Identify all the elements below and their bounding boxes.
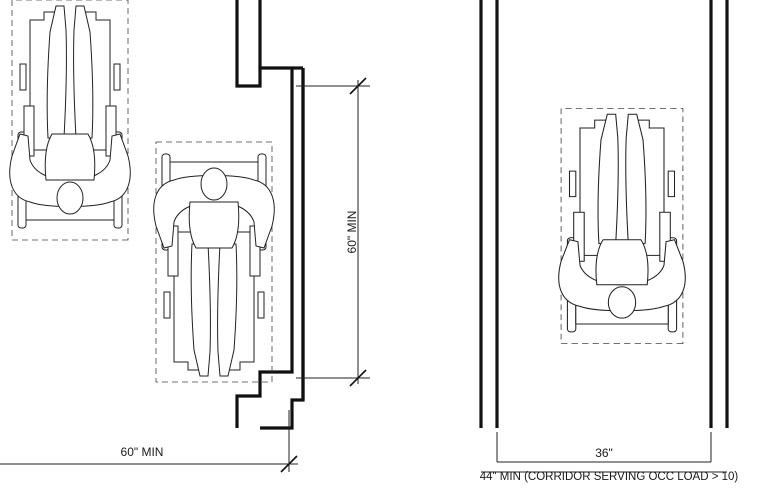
wheelchair-user-topview-icon bbox=[153, 141, 275, 383]
wheelchair-user-topview-icon bbox=[558, 107, 686, 345]
corridor-width-label: 44" MIN (CORRIDOR SERVING OCC LOAD > 10) bbox=[480, 471, 739, 483]
alcove-width-label: 60" MIN bbox=[121, 445, 164, 459]
corridor-plan: 36" 44" MIN (CORRIDOR SERVING OCC LOAD >… bbox=[479, 0, 739, 483]
alcove-width-dimension: 60" MIN bbox=[0, 410, 298, 473]
clear-width-dimension: 36" bbox=[496, 432, 712, 463]
alcove-plan: 60" MIN 60" MIN bbox=[0, 0, 370, 473]
corridor-width-dimension: 44" MIN (CORRIDOR SERVING OCC LOAD > 10) bbox=[480, 471, 739, 483]
alcove-length-dimension: 60" MIN bbox=[296, 77, 370, 387]
wheelchair-user-topview-icon bbox=[9, 0, 131, 241]
alcove-length-label: 60" MIN bbox=[345, 211, 359, 254]
alcove-wall-inner bbox=[235, 0, 294, 428]
clear-width-label: 36" bbox=[595, 446, 613, 460]
